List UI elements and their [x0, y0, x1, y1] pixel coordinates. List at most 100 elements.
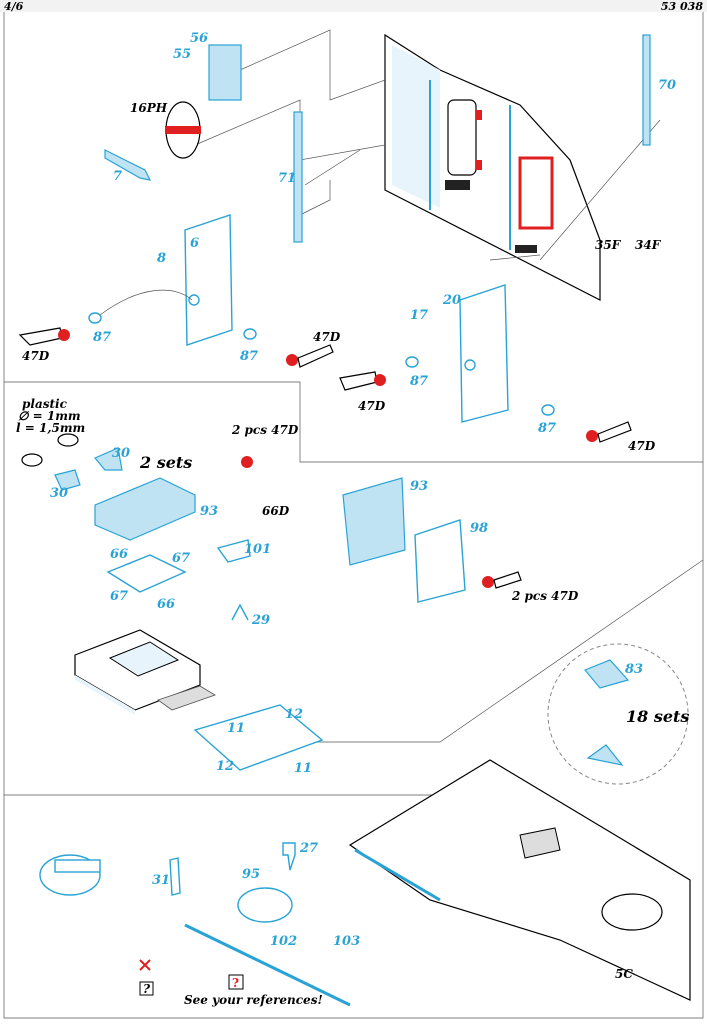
- see-references-note: See your references!: [184, 993, 323, 1007]
- label-47d-a: 47D: [22, 349, 50, 363]
- plastic-diameter: ∅ = 1mm: [18, 409, 81, 423]
- part-70: [642, 34, 651, 146]
- hull-floor: [348, 759, 691, 1001]
- hatch-base: [74, 629, 201, 715]
- handle-47d-d: [586, 421, 632, 443]
- label-95: 95: [242, 867, 260, 882]
- label-2pcs-47d-b: 2 pcs 47D: [511, 589, 579, 603]
- label-29: 29: [251, 613, 270, 628]
- part-87-b: [243, 328, 257, 340]
- part-101: [216, 539, 251, 563]
- label-87-d: 87: [538, 421, 556, 436]
- part-11-12-frame: [193, 704, 324, 771]
- part-93-hatch: [94, 477, 196, 541]
- label-31: 31: [152, 873, 170, 888]
- handle-47d-c: [339, 371, 386, 391]
- label-66d: 66D: [262, 504, 290, 518]
- label-101: 101: [244, 542, 271, 557]
- eighteen-sets-note: 18 sets: [626, 707, 689, 726]
- handle-47d-right: [286, 344, 334, 368]
- question-icon: [228, 974, 244, 990]
- label-17: 17: [410, 308, 428, 323]
- plastic-rods: [21, 433, 79, 467]
- label-83: 83: [625, 662, 643, 677]
- part-83: [584, 659, 630, 689]
- part-98: [414, 519, 466, 603]
- door-right: [459, 284, 509, 423]
- door-left: [184, 214, 233, 346]
- handle-2pcs-47d-b: [482, 571, 522, 589]
- section-divider-mid: [310, 559, 704, 743]
- label-47d-d: 47D: [628, 439, 656, 453]
- label-8: 8: [157, 251, 166, 266]
- label-20: 20: [442, 293, 461, 308]
- handle-47d-left: [18, 327, 70, 346]
- hull-side-plate: [384, 33, 601, 301]
- sight-assembly: [39, 854, 101, 896]
- part-7: [104, 149, 152, 181]
- label-34f: 34F: [635, 238, 662, 252]
- label-55: 55: [173, 47, 191, 62]
- label-11-b: 11: [294, 761, 312, 776]
- label-87-b: 87: [240, 349, 258, 364]
- label-71: 71: [278, 171, 296, 186]
- page-frame: [3, 12, 704, 1019]
- question-mark-a: ?: [143, 982, 151, 996]
- product-code: 53 038: [660, 0, 703, 13]
- label-98: 98: [470, 521, 488, 536]
- label-103: 103: [333, 934, 360, 949]
- part-87-d: [541, 404, 555, 416]
- label-35f: 35F: [595, 238, 622, 252]
- part-16ph: [165, 101, 201, 159]
- part-95-disc: [237, 887, 293, 923]
- label-5c: 5C: [615, 967, 633, 981]
- label-16ph: 16PH: [130, 101, 168, 115]
- door-left-hole: [188, 294, 200, 306]
- label-66-b: 66: [157, 597, 175, 612]
- label-87-a: 87: [93, 330, 111, 345]
- plastic-length: l = 1,5mm: [16, 421, 85, 435]
- part-87-c: [405, 356, 419, 368]
- part-27: [282, 842, 296, 871]
- label-70: 70: [658, 78, 676, 93]
- page-number: 4/6: [4, 0, 24, 13]
- label-30-a: 30: [112, 446, 130, 461]
- part-strip: [184, 923, 351, 1007]
- plastic-note: plastic: [22, 397, 68, 411]
- label-93-a: 93: [200, 504, 218, 519]
- handle-2pcs-47d-a: [241, 456, 253, 468]
- label-12-b: 12: [216, 759, 234, 774]
- label-67-b: 67: [110, 589, 128, 604]
- section-divider-top: [4, 381, 703, 463]
- page-header: [0, 0, 707, 12]
- part-83-installed: [586, 744, 624, 766]
- label-6: 6: [190, 236, 199, 251]
- part-66-67-frame: [106, 554, 187, 593]
- part-71: [293, 111, 303, 243]
- label-93-b: 93: [410, 479, 428, 494]
- door-right-hole: [464, 359, 476, 371]
- label-7: 7: [113, 169, 122, 184]
- label-67-a: 67: [172, 551, 190, 566]
- part-11-12-plate: [157, 685, 216, 711]
- part-87-a: [88, 312, 102, 324]
- part-30-a: [94, 447, 123, 471]
- question-icon: [139, 981, 154, 996]
- label-47d-c: 47D: [358, 399, 386, 413]
- label-27: 27: [299, 841, 318, 856]
- scissors-icon: [139, 959, 151, 971]
- label-11-a: 11: [227, 721, 245, 736]
- label-56: 56: [190, 31, 208, 46]
- question-mark-b: ?: [232, 976, 239, 990]
- guide-87-a: [99, 289, 193, 316]
- label-66-a: 66: [110, 547, 128, 562]
- part-29: [231, 603, 249, 621]
- label-2pcs-47d-a: 2 pcs 47D: [231, 423, 299, 437]
- label-30-b: 30: [50, 486, 68, 501]
- detail-circle: [547, 643, 689, 785]
- sets-note: 2 sets: [139, 453, 192, 472]
- label-47d-b: 47D: [313, 330, 341, 344]
- part-30-b: [54, 469, 81, 491]
- part-56: [208, 44, 242, 101]
